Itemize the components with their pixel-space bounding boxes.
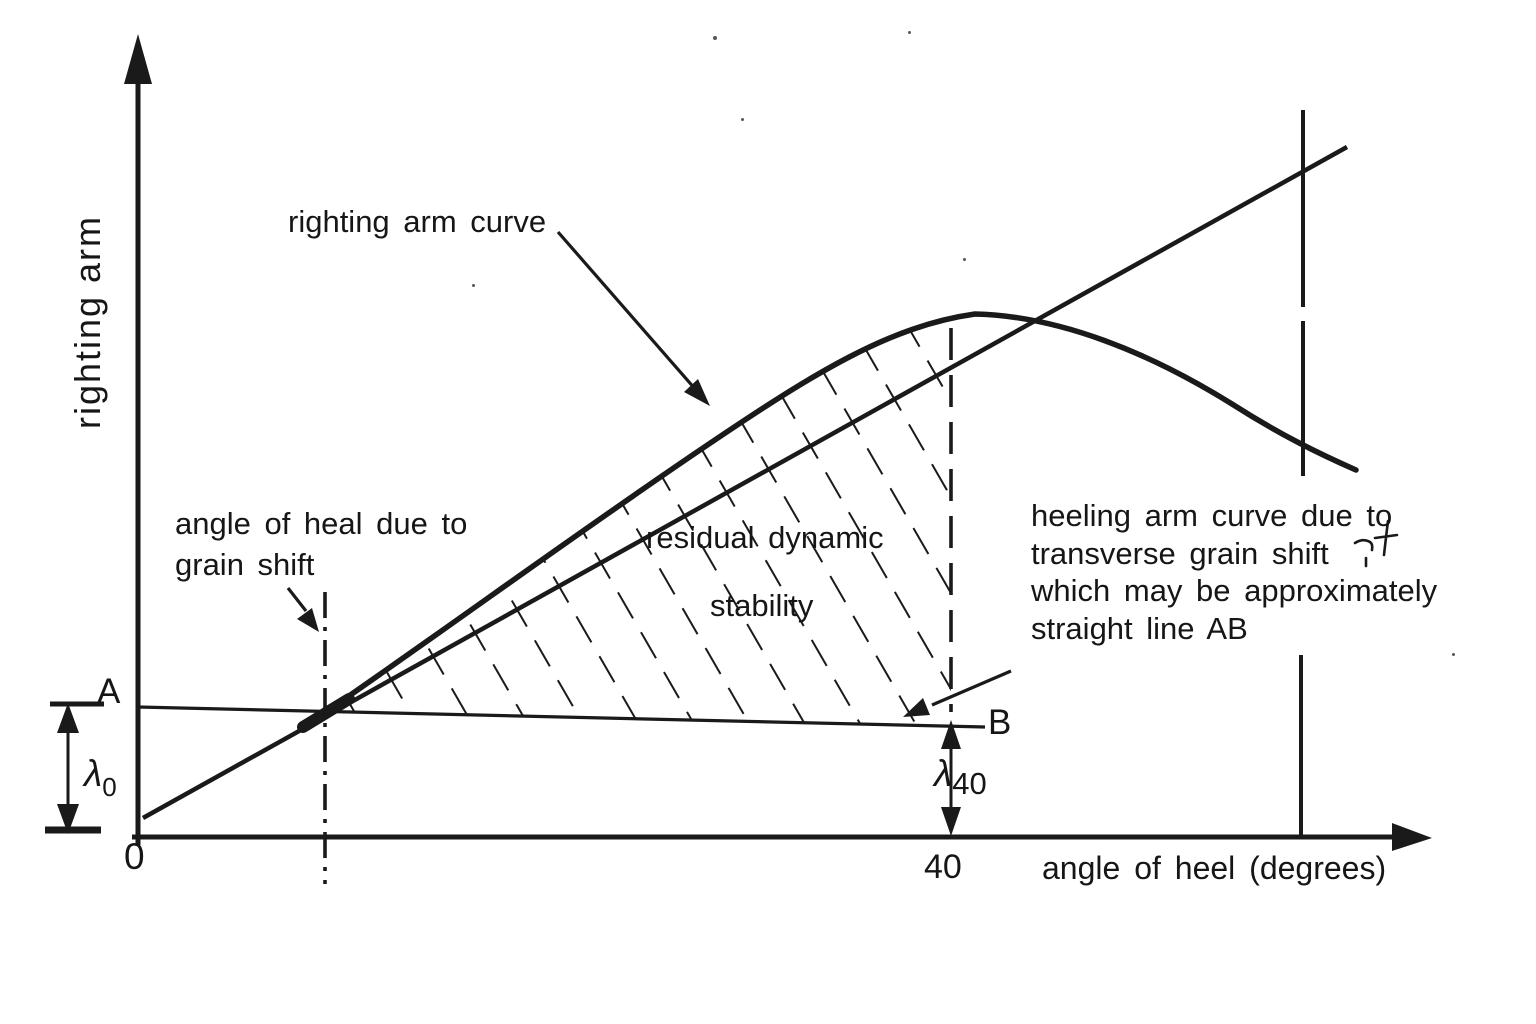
heeling-note-annotation: heeling arm curve due to transverse grai…	[1031, 497, 1437, 647]
intersection-blob	[297, 693, 355, 733]
heeling-note-leader-arrow	[903, 669, 1012, 717]
lambda40-symbol: λ	[934, 753, 953, 794]
righting-curve-annotation: righting arm curve	[288, 204, 547, 239]
lambda0-symbol: λ	[84, 753, 103, 794]
lambda40-subscript: 40	[952, 766, 987, 801]
point-b-label: B	[988, 703, 1012, 742]
residual-stability-hatch-region	[325, 316, 951, 726]
residual-stability-label-line2: stability	[710, 588, 814, 623]
lambda0-subscript: 0	[102, 772, 117, 802]
righting-curve-leader-arrow	[556, 230, 710, 406]
scan-speck	[908, 31, 911, 34]
scan-speck	[963, 258, 966, 261]
grain-shift-lambda-symbol-icon	[1353, 519, 1399, 568]
x-axis-label: angle of heel (degrees)	[1042, 850, 1387, 886]
point-a-label: A	[97, 672, 121, 711]
heel-angle-leader-arrow	[286, 587, 319, 632]
heel-angle-annotation-line2: grain shift	[175, 547, 315, 582]
lambda40-dimension-arrow	[941, 720, 961, 836]
x-tick-40-label: 40	[924, 848, 962, 886]
scan-speck	[1452, 653, 1455, 656]
y-axis-arrowhead-icon	[124, 34, 152, 84]
lambda0-label: λ0	[84, 755, 117, 800]
heel-angle-annotation: angle of heal due to grain shift	[175, 503, 467, 585]
righting-arm-curve	[317, 311, 1359, 719]
heeling-note-line2: transverse grain shift	[1031, 535, 1329, 571]
heeling-note-line4: straight line AB	[1031, 610, 1248, 646]
x-axis-arrowhead-icon	[1392, 823, 1432, 851]
lambda0-dimension-arrow	[45, 701, 104, 834]
scan-speck	[741, 118, 744, 121]
line-ab	[137, 705, 986, 729]
heel-angle-annotation-line1: angle of heal due to	[175, 506, 468, 541]
origin-tick-label: 0	[124, 836, 145, 877]
heeling-note-line3: which may be approximately	[1031, 573, 1438, 608]
y-axis-label: righting arm	[67, 214, 108, 430]
lambda40-label: λ40	[934, 755, 987, 799]
scan-speck	[713, 36, 717, 40]
scan-speck	[472, 284, 475, 287]
heeling-note-line1: heeling arm curve due to	[1031, 498, 1393, 533]
residual-stability-label-line1: residual dynamic	[646, 520, 884, 555]
